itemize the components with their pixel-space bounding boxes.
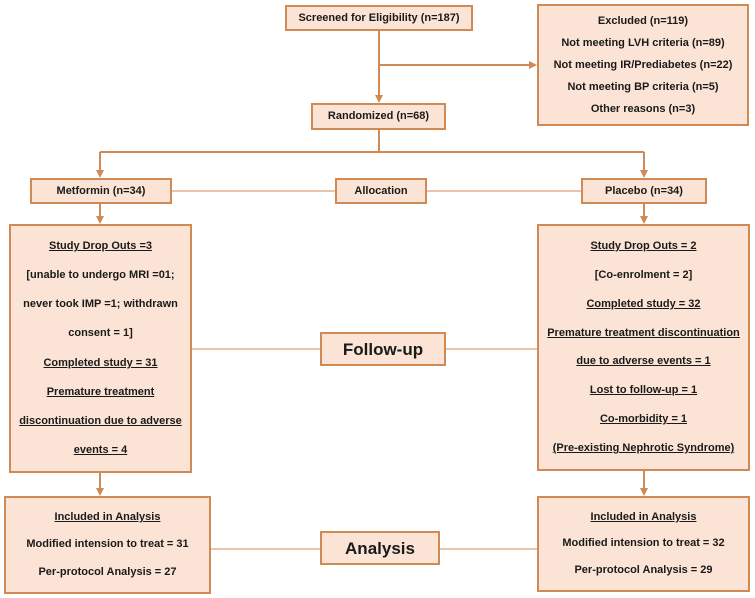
analysis-label: Analysis [345,538,415,558]
excluded-title: Excluded (n=119) [597,14,689,27]
excluded-reason-other: Other reasons (n=3) [590,102,696,115]
excluded-reason-ir: Not meeting IR/Prediabetes (n=22) [553,58,733,71]
randomized-label: Randomized (n=68) [327,110,430,122]
metformin-analysis-box: Included in Analysis Modified intension … [4,496,211,594]
metformin-discontinuation-3: events = 4 [73,443,128,456]
placebo-followup-box: Study Drop Outs = 2 [Co-enrolment = 2] C… [537,224,750,471]
placebo-dropouts: Study Drop Outs = 2 [590,239,697,252]
excluded-reason-bp: Not meeting BP criteria (n=5) [567,80,719,93]
placebo-dropout-detail: [Co-enrolment = 2] [594,268,693,281]
metformin-included-analysis: Included in Analysis [54,511,161,524]
placebo-lost-followup: Lost to follow-up = 1 [589,384,698,397]
metformin-discontinuation-2: discontinuation due to adverse [19,414,182,427]
placebo-comorbidity-detail: (Pre-existing Nephrotic Syndrome) [552,442,735,455]
placebo-arm-box: Placebo (n=34) [581,178,707,204]
followup-box: Follow-up [320,332,446,366]
metformin-completed: Completed study = 31 [43,356,158,369]
metformin-arm-label: Metformin (n=34) [56,184,146,197]
metformin-arm-box: Metformin (n=34) [30,178,172,204]
placebo-comorbidity: Co-morbidity = 1 [599,413,688,426]
metformin-dropout-detail-3: consent = 1] [68,327,133,340]
metformin-per-protocol: Per-protocol Analysis = 27 [38,565,177,578]
screening-box: Screened for Eligibility (n=187) [285,5,473,31]
metformin-dropout-detail-2: never took IMP =1; withdrawn [23,298,178,311]
metformin-mitt: Modified intension to treat = 31 [26,538,189,551]
placebo-completed: Completed study = 32 [586,297,701,310]
analysis-box: Analysis [320,531,440,565]
placebo-mitt: Modified intension to treat = 32 [562,537,725,550]
randomized-box: Randomized (n=68) [311,103,446,130]
placebo-per-protocol: Per-protocol Analysis = 29 [574,564,713,577]
placebo-discontinuation-1: Premature treatment discontinuation [547,326,740,339]
metformin-dropouts: Study Drop Outs =3 [49,240,152,253]
excluded-box: Excluded (n=119) Not meeting LVH criteri… [537,4,749,126]
metformin-discontinuation-1: Premature treatment [46,385,155,398]
allocation-label: Allocation [354,184,408,197]
placebo-included-analysis: Included in Analysis [590,510,697,523]
placebo-analysis-box: Included in Analysis Modified intension … [537,496,750,592]
allocation-box: Allocation [335,178,427,204]
metformin-followup-box: Study Drop Outs =3 [unable to undergo MR… [9,224,192,473]
placebo-arm-label: Placebo (n=34) [605,184,683,197]
metformin-dropout-detail-1: [unable to undergo MRI =01; [26,269,175,282]
excluded-reason-lvh: Not meeting LVH criteria (n=89) [561,36,725,49]
screening-label: Screened for Eligibility (n=187) [298,11,460,24]
placebo-discontinuation-2: due to adverse events = 1 [576,355,711,368]
followup-label: Follow-up [342,339,424,359]
